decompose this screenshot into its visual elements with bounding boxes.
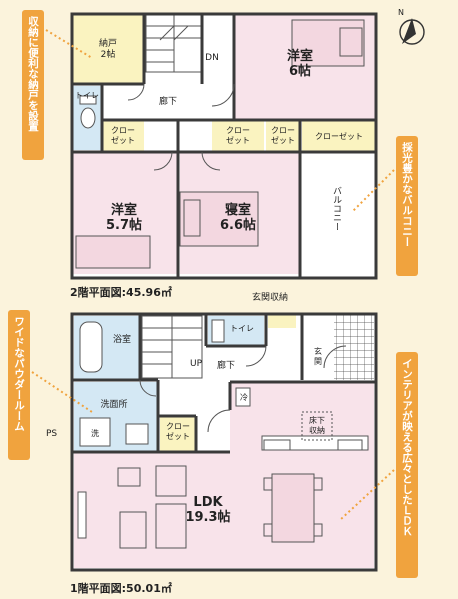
genkan-label: 玄関 <box>314 346 322 366</box>
svg-text:採光豊かなバルコニー: 採光豊かなバルコニー <box>401 141 413 247</box>
callout-interior: インテリアが映える広々としたＬＤＫ <box>339 352 418 578</box>
corridor-2f-label: 廊下 <box>159 95 177 107</box>
closet-2f-3 <box>266 120 300 152</box>
balcony-label: バルコニー <box>331 186 342 231</box>
fridge-label: 冷 <box>240 392 248 402</box>
svg-text:収納に便利な納戸を設置: 収納に便利な納戸を設置 <box>27 16 39 132</box>
closet-2f-wide-label: クローゼット <box>315 131 363 141</box>
closet-1f <box>160 416 196 452</box>
wash-label: 洗 <box>91 428 99 438</box>
floor1-caption: 1階平面図:50.01㎡ <box>70 581 172 595</box>
corridor-1f-label: 廊下 <box>217 359 235 371</box>
closet-2f-3-label: クローゼット <box>271 126 295 145</box>
callout-powder: ワイドなパウダールーム <box>8 310 93 460</box>
fixtures-1f <box>77 319 369 549</box>
underfloor-label: 床下収納 <box>309 415 325 435</box>
entrance-storage <box>268 314 296 328</box>
closet-2f-wide <box>302 120 376 152</box>
nando-room <box>72 14 144 84</box>
callout-storage: 収納に便利な納戸を設置 <box>22 10 93 160</box>
closet-1f-label: クローゼット <box>166 422 190 441</box>
svg-text:インテリアが映える広々としたＬＤＫ: インテリアが映える広々としたＬＤＫ <box>401 358 413 537</box>
closet-2f-2 <box>212 120 264 152</box>
furniture-2f <box>75 19 365 269</box>
walls-1f <box>70 312 378 572</box>
callout-balcony: 採光豊かなバルコニー <box>351 136 418 276</box>
compass-icon: N <box>398 8 425 45</box>
doors-1f <box>139 345 347 433</box>
walls-2f <box>70 12 378 280</box>
closet-2f-2-label: クローゼット <box>226 126 250 145</box>
washroom-label: 洗面所 <box>100 398 127 410</box>
entrance-storage-label: 玄関収納 <box>252 291 288 303</box>
doors-2f <box>127 83 235 171</box>
toilet-2f-label: トイレ <box>75 91 99 100</box>
svg-text:N: N <box>398 8 404 17</box>
toilet-1f-label: トイレ <box>230 324 254 333</box>
balcony <box>302 152 376 278</box>
closet-2f-1-label: クローゼット <box>111 126 135 145</box>
bath-label: 浴室 <box>113 333 131 345</box>
ldk <box>74 452 374 568</box>
stairs-1f <box>141 315 203 379</box>
ps-label: PS <box>46 429 57 439</box>
floor-1: 玄関収納 浴室 トイレ UP 廊下 玄関 洗面所 冷 洗 クローゼット 床下収納… <box>46 291 378 595</box>
closet-2f-1 <box>102 120 144 152</box>
up-label: UP <box>190 359 203 369</box>
floor2-caption: 2階平面図:45.96㎡ <box>70 285 172 299</box>
dn-label: DN <box>205 53 219 63</box>
svg-text:ワイドなパウダールーム: ワイドなパウダールーム <box>13 316 25 432</box>
